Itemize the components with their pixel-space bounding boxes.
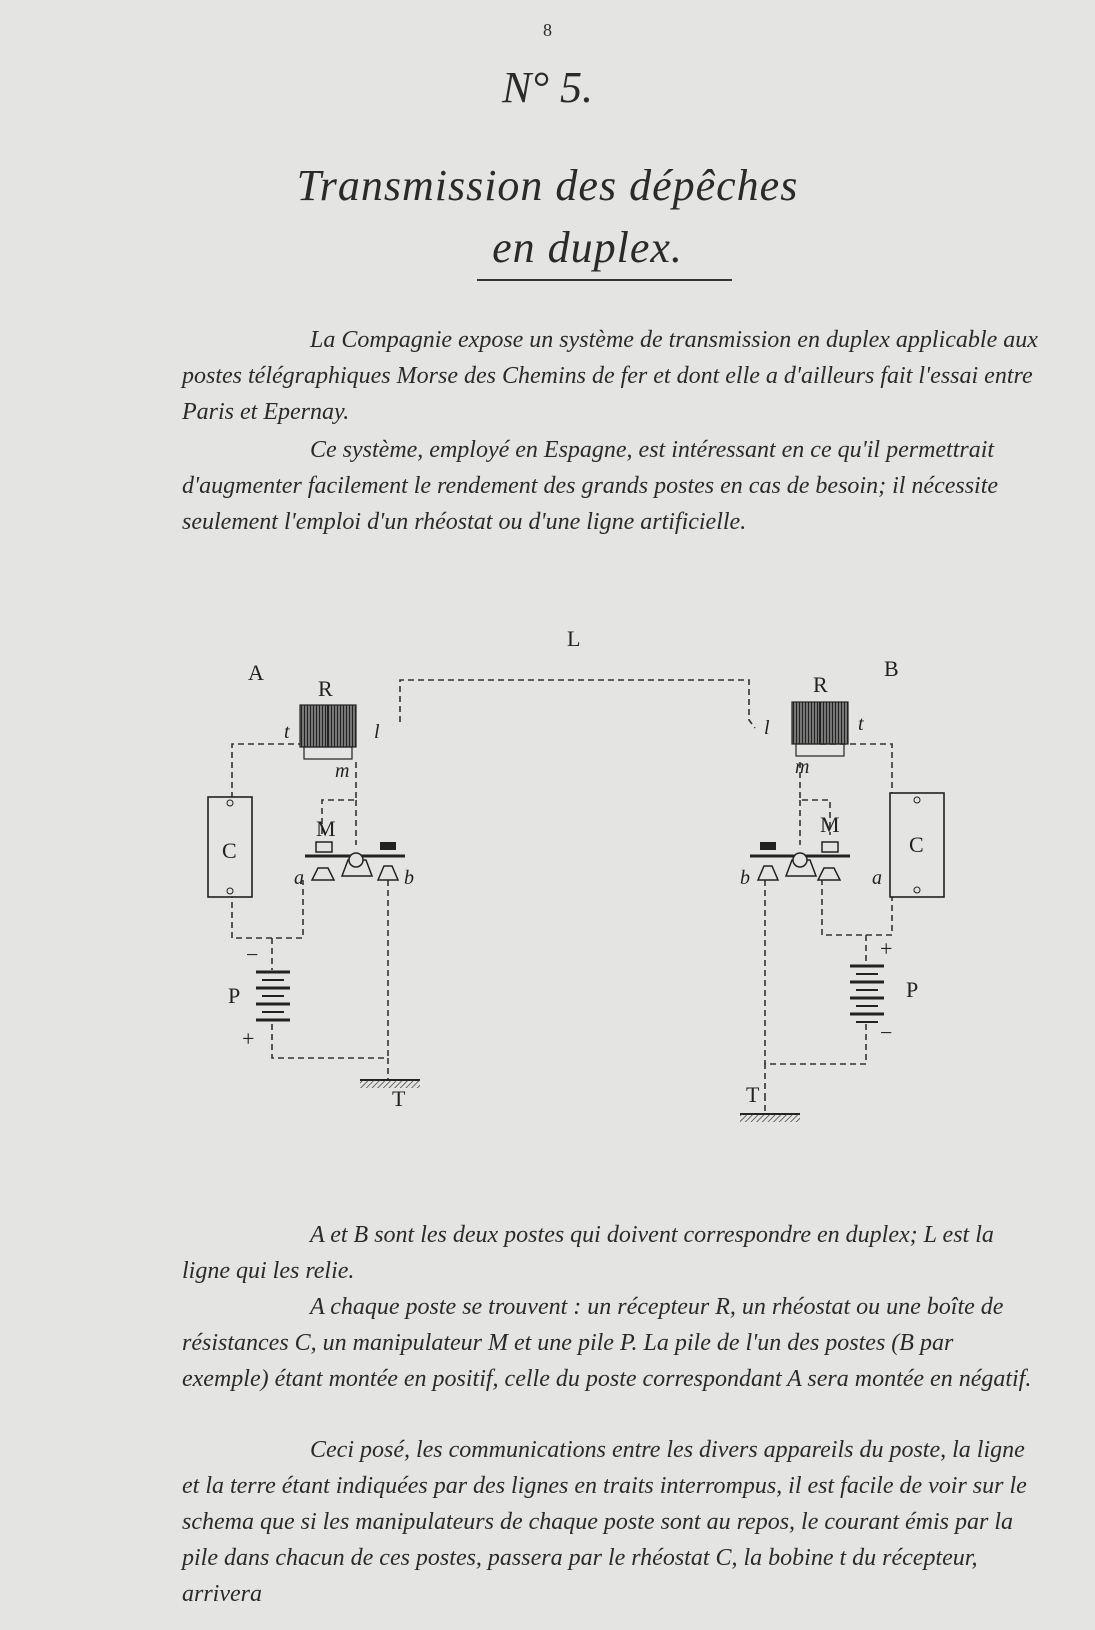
paragraph-intro: La Compagnie expose un système de transm… bbox=[182, 327, 1038, 425]
label-minus-b: − bbox=[880, 1020, 892, 1045]
label-station-a: A bbox=[248, 660, 264, 685]
station-b-apparatus bbox=[740, 701, 945, 1122]
label-plus-b: + bbox=[880, 936, 892, 961]
label-line: L bbox=[567, 626, 580, 651]
label-rheostat-b: C bbox=[909, 832, 924, 857]
station-a-apparatus bbox=[207, 704, 420, 1088]
label-pile-b: P bbox=[906, 977, 918, 1002]
label-contact-a-a: a bbox=[294, 867, 304, 889]
rheostat-box-b bbox=[889, 792, 945, 898]
label-coil-m-a: m bbox=[335, 760, 349, 782]
label-receiver-b: R bbox=[813, 672, 828, 697]
label-ground-a: T bbox=[392, 1086, 406, 1111]
label-key-b: M bbox=[820, 812, 840, 837]
section-title-line-2: en duplex. bbox=[492, 223, 683, 272]
label-contact-b-b: b bbox=[740, 867, 750, 889]
label-minus-a: − bbox=[246, 942, 258, 967]
battery-b-icon bbox=[850, 964, 884, 1023]
paragraph-operation: Ceci posé, les communications entre les … bbox=[182, 1437, 1027, 1607]
label-receiver-a: R bbox=[318, 676, 333, 701]
label-contact-a-b: a bbox=[872, 867, 882, 889]
ground-b-icon bbox=[740, 1114, 800, 1122]
page-number: 8 bbox=[543, 20, 552, 40]
title-underline bbox=[477, 279, 732, 281]
label-contact-b-a: b bbox=[404, 867, 414, 889]
label-key-a: M bbox=[316, 816, 336, 841]
section-title-line-1: Transmission des dépêches bbox=[296, 161, 799, 210]
label-plus-a: + bbox=[242, 1026, 254, 1051]
paragraph-system: Ce système, employé en Espagne, est inté… bbox=[182, 437, 999, 535]
label-rheostat-a: C bbox=[222, 838, 237, 863]
label-coil-l-b: l bbox=[764, 717, 770, 739]
label-coil-l-a: l bbox=[374, 721, 380, 743]
connection-wires bbox=[231, 679, 893, 1095]
label-ground-b: T bbox=[746, 1082, 760, 1107]
ground-a-icon bbox=[360, 1080, 420, 1088]
label-pile-a: P bbox=[228, 983, 240, 1008]
paragraph-apparatus: A chaque poste se trouvent : un récepteu… bbox=[182, 1294, 1032, 1392]
label-station-b: B bbox=[884, 656, 899, 681]
label-coil-t-b: t bbox=[858, 713, 864, 735]
rheostat-box-a bbox=[207, 796, 253, 898]
label-coil-t-a: t bbox=[284, 721, 290, 743]
label-coil-m-b: m bbox=[795, 756, 809, 778]
section-number: N° 5. bbox=[502, 63, 593, 112]
paragraph-stations: A et B sont les deux postes qui doivent … bbox=[182, 1222, 994, 1284]
battery-a-icon bbox=[256, 970, 290, 1022]
